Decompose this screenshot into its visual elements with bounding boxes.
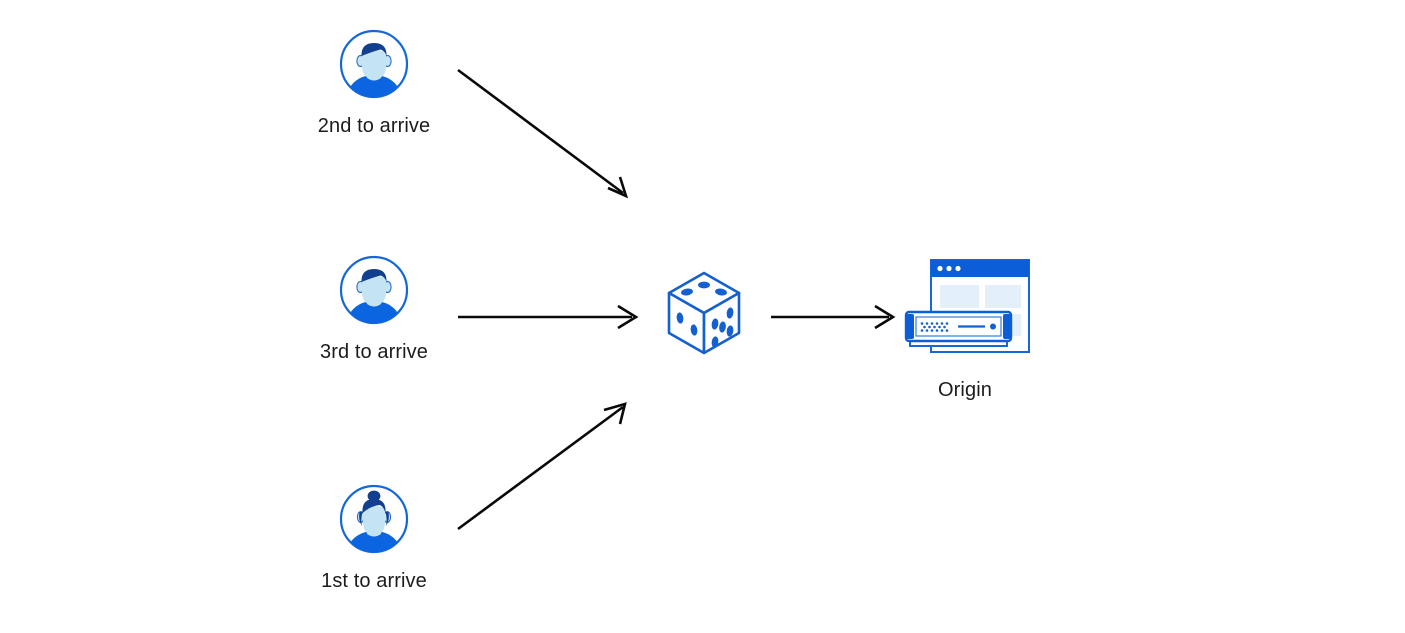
arrow-3rd-to-dice <box>458 304 639 330</box>
user-avatar-male-icon <box>338 28 410 100</box>
client-label-1st: 1st to arrive <box>321 570 427 592</box>
user-avatar-female-icon <box>338 483 410 555</box>
dice-icon <box>662 268 746 360</box>
user-avatar-male-icon <box>338 254 410 326</box>
arrow-1st-to-dice <box>457 402 627 531</box>
arrow-dice-to-origin <box>771 304 896 330</box>
client-label-3rd: 3rd to arrive <box>319 341 428 363</box>
origin-node: Origin <box>890 256 1040 400</box>
arrow-2nd-to-dice <box>457 68 629 199</box>
server-device-icon <box>904 310 1013 347</box>
client-node-1st: 1st to arrive <box>314 483 434 591</box>
client-node-2nd: 2nd to arrive <box>314 28 434 136</box>
client-label-2nd: 2nd to arrive <box>317 115 431 137</box>
origin-server-icon <box>890 256 1040 366</box>
client-node-3rd: 3rd to arrive <box>314 254 434 362</box>
origin-label: Origin <box>938 379 992 401</box>
load-balancer-node <box>660 268 748 360</box>
